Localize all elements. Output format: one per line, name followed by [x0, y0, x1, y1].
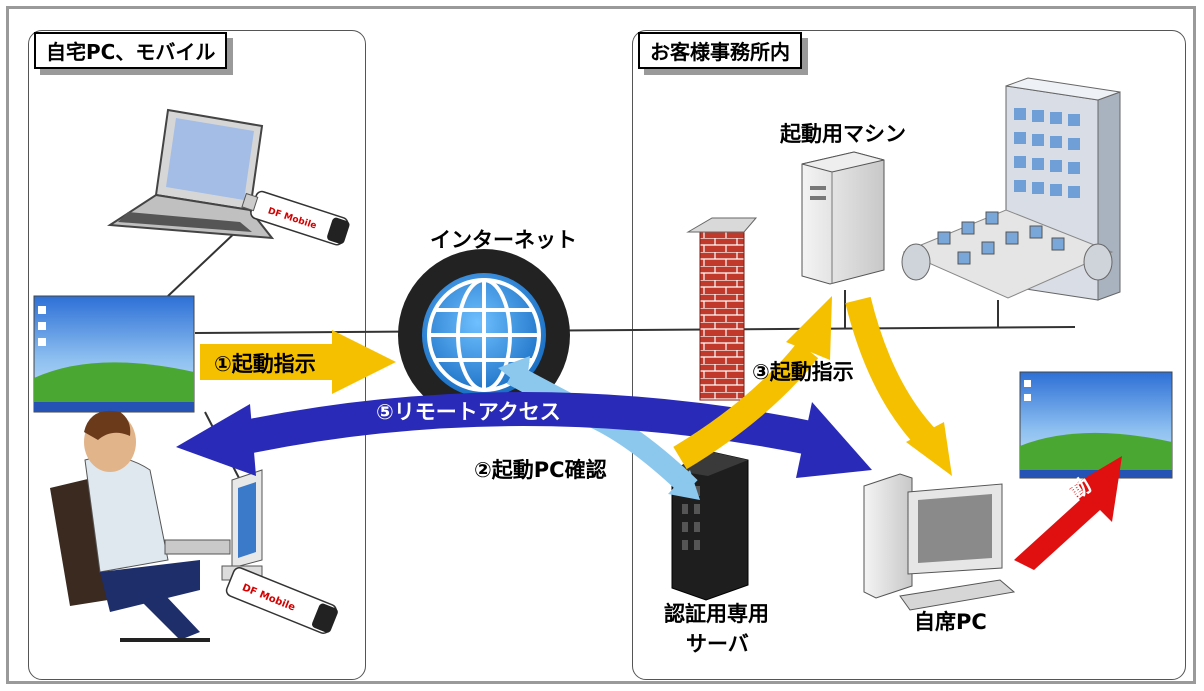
- auth-server-label-line1: 認証用専用: [664, 602, 769, 626]
- diagram-frame: [6, 6, 1196, 684]
- office-title: お客様事務所内: [638, 32, 802, 69]
- step1-label: ①起動指示: [214, 352, 316, 376]
- step1-arrow: [200, 330, 396, 394]
- office-pc-icon: [863, 473, 1016, 611]
- step3-label: ③起動指示: [752, 360, 854, 384]
- boot-machine-icon: [801, 151, 885, 285]
- step4-arrow: [1014, 456, 1122, 570]
- laptop-icon: [107, 108, 275, 240]
- usb-key-icon: DF Mobile: [225, 567, 338, 634]
- home-mobile-title: 自宅PC、モバイル: [34, 32, 228, 69]
- user-person-icon: [50, 410, 231, 642]
- usb-key-icon: DF Mobile: [241, 190, 350, 246]
- firewall-icon: [686, 217, 758, 401]
- step2-label: ②起動PC確認: [474, 458, 607, 482]
- office-workstations-icon: [901, 209, 1114, 299]
- boot-machine-label: 起動用マシン: [780, 122, 906, 146]
- auth-server-label-line2: サーバ: [686, 632, 749, 656]
- remote-desktop-screen-icon: [33, 295, 195, 413]
- step3-arrow: [673, 296, 952, 476]
- office-desktop-screen-icon: [1019, 371, 1173, 479]
- internet-label: インターネット: [430, 228, 577, 252]
- mobile-pc-icon: [221, 469, 263, 581]
- step5-label: ⑤リモートアクセス: [376, 400, 561, 424]
- office-pc-label: 自席PC: [914, 610, 987, 634]
